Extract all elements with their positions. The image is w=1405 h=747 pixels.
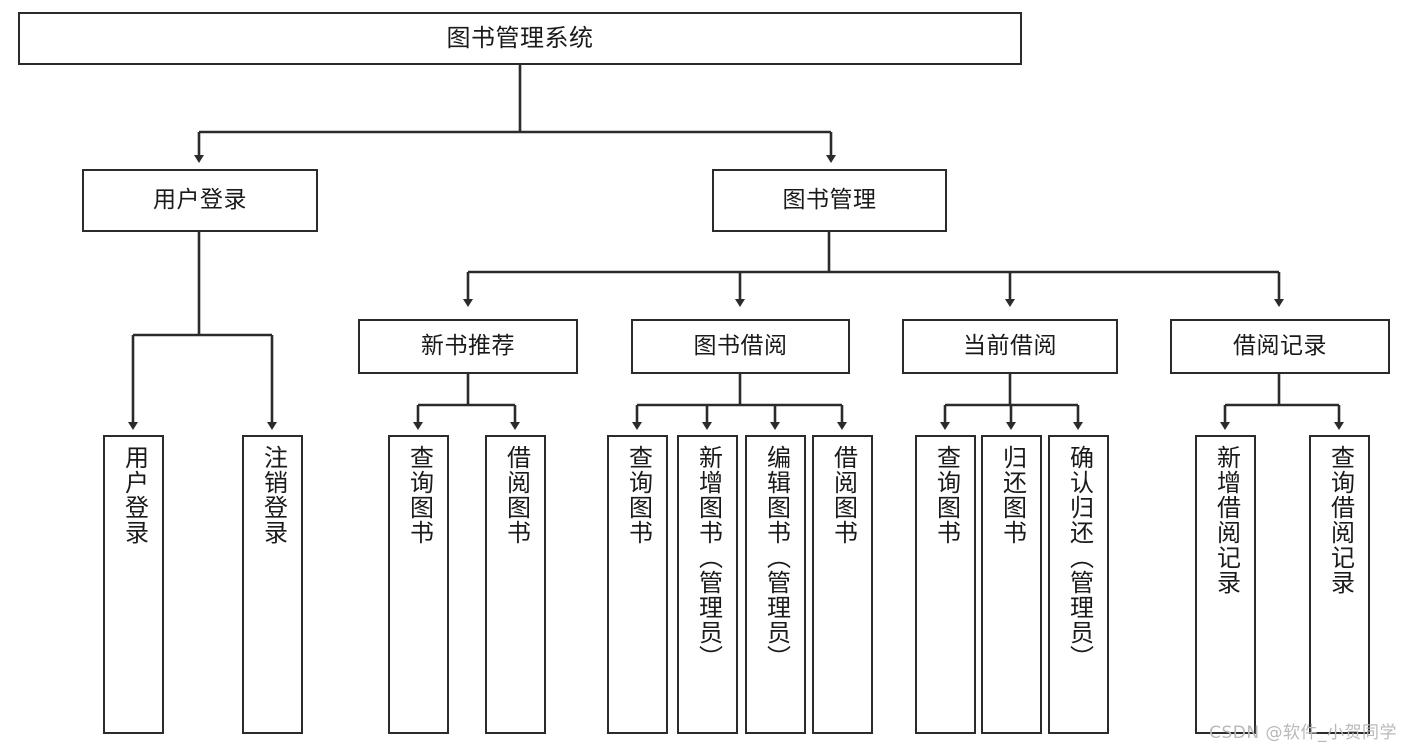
node-label: 查询图书 — [932, 445, 961, 545]
node-label: 当前借阅 — [963, 332, 1057, 359]
leaf-borrow-book-borrowing[interactable]: 借阅图书 — [812, 435, 873, 734]
leaf-query-book-current[interactable]: 查询图书 — [915, 435, 976, 734]
node-label: 新增借阅记录 — [1212, 445, 1241, 595]
node-root-library-system[interactable]: 图书管理系统 — [18, 12, 1022, 65]
node-current-borrowing[interactable]: 当前借阅 — [902, 319, 1118, 374]
node-label: 新增图书（管理员） — [694, 445, 723, 670]
node-new-book-recommendation[interactable]: 新书推荐 — [358, 319, 578, 374]
node-label: 图书管理系统 — [446, 24, 594, 53]
node-label: 图书管理 — [782, 186, 877, 213]
leaf-query-book-borrowing[interactable]: 查询图书 — [607, 435, 668, 734]
leaf-confirm-return-admin[interactable]: 确认归还（管理员） — [1048, 435, 1109, 734]
leaf-return-book[interactable]: 归还图书 — [981, 435, 1042, 734]
node-label: 确认归还（管理员） — [1065, 445, 1094, 670]
leaf-edit-book-admin[interactable]: 编辑图书（管理员） — [745, 435, 806, 734]
node-label: 图书借阅 — [693, 332, 788, 359]
node-label: 编辑图书（管理员） — [762, 445, 791, 670]
node-label: 新书推荐 — [421, 332, 515, 359]
leaf-query-borrow-record[interactable]: 查询借阅记录 — [1309, 435, 1370, 734]
leaf-logout[interactable]: 注销登录 — [242, 435, 303, 734]
leaf-query-book-recommend[interactable]: 查询图书 — [388, 435, 449, 734]
node-borrow-records[interactable]: 借阅记录 — [1170, 319, 1390, 374]
node-book-management[interactable]: 图书管理 — [712, 169, 947, 232]
node-label: 借阅记录 — [1233, 332, 1327, 359]
node-label: 借阅图书 — [502, 445, 531, 545]
node-book-borrowing[interactable]: 图书借阅 — [631, 319, 850, 374]
leaf-user-login[interactable]: 用户登录 — [103, 435, 164, 734]
leaf-borrow-book-recommend[interactable]: 借阅图书 — [485, 435, 546, 734]
node-label: 用户登录 — [120, 445, 149, 545]
leaf-add-borrow-record[interactable]: 新增借阅记录 — [1195, 435, 1256, 734]
node-label: 注销登录 — [259, 445, 288, 545]
node-label: 用户登录 — [153, 186, 247, 213]
node-label: 查询图书 — [405, 445, 434, 545]
node-label: 借阅图书 — [829, 445, 858, 545]
node-label: 归还图书 — [998, 445, 1027, 545]
node-label: 查询借阅记录 — [1326, 445, 1355, 595]
leaf-add-book-admin[interactable]: 新增图书（管理员） — [677, 435, 738, 734]
node-user-login[interactable]: 用户登录 — [82, 169, 318, 232]
node-label: 查询图书 — [624, 445, 653, 545]
